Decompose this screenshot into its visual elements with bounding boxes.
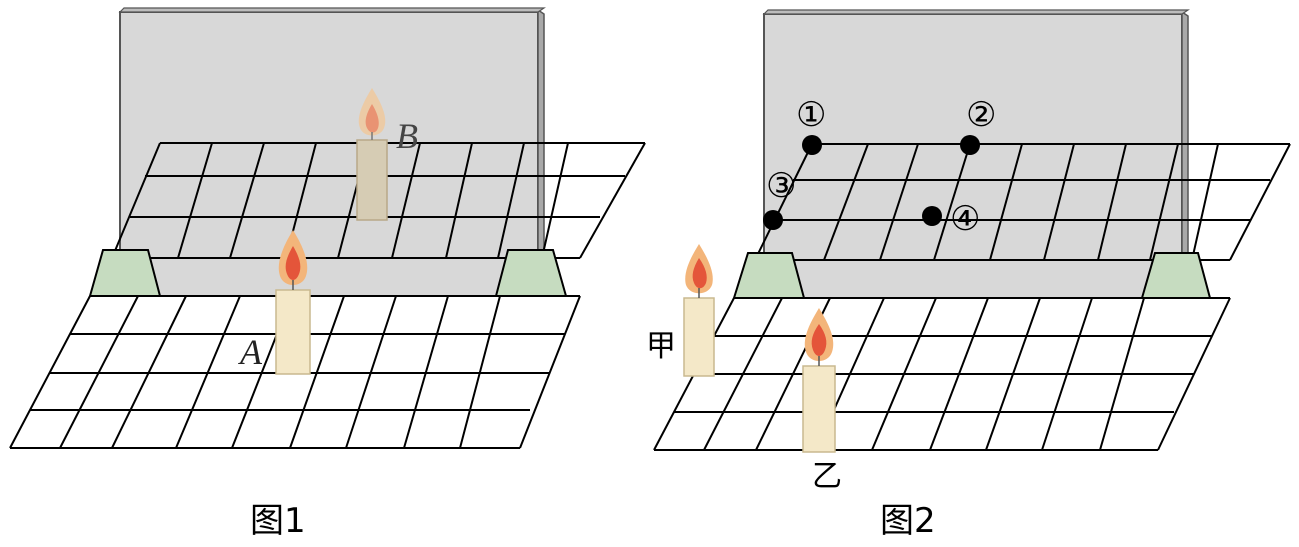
- mark-1: ①: [796, 95, 826, 135]
- dot-3: [763, 210, 783, 230]
- candle-a: [275, 230, 311, 375]
- position-dots: [763, 135, 980, 230]
- mark-4: ④: [950, 199, 980, 239]
- candle-jia: [683, 244, 715, 377]
- front-grid-1: [9, 295, 581, 449]
- label-a: A: [238, 332, 263, 372]
- figure-1: A B 图1: [9, 7, 646, 541]
- dot-4: [922, 206, 942, 226]
- support-left-1: [88, 249, 162, 297]
- caption-figure-1: 图1: [250, 501, 306, 541]
- candle-image-b: [356, 88, 388, 221]
- label-b: B: [396, 116, 418, 156]
- front-grid-2: [653, 297, 1231, 451]
- support-right-2: [1140, 252, 1212, 299]
- glass-plate-1: [118, 7, 546, 297]
- back-grid-2: [754, 143, 1291, 261]
- mark-3: ③: [766, 166, 796, 206]
- figure-2: ① ② ③ ④ 甲 乙 图2: [646, 9, 1291, 541]
- label-yi: 乙: [812, 459, 842, 494]
- support-right-1: [494, 249, 568, 297]
- mark-2: ②: [966, 95, 996, 135]
- dot-2: [960, 135, 980, 155]
- dot-1: [802, 135, 822, 155]
- caption-figure-2: 图2: [880, 501, 936, 541]
- support-left-2: [732, 252, 806, 299]
- glass-plate-2: [762, 9, 1190, 299]
- label-jia: 甲: [646, 329, 676, 364]
- candle-yi: [802, 308, 836, 453]
